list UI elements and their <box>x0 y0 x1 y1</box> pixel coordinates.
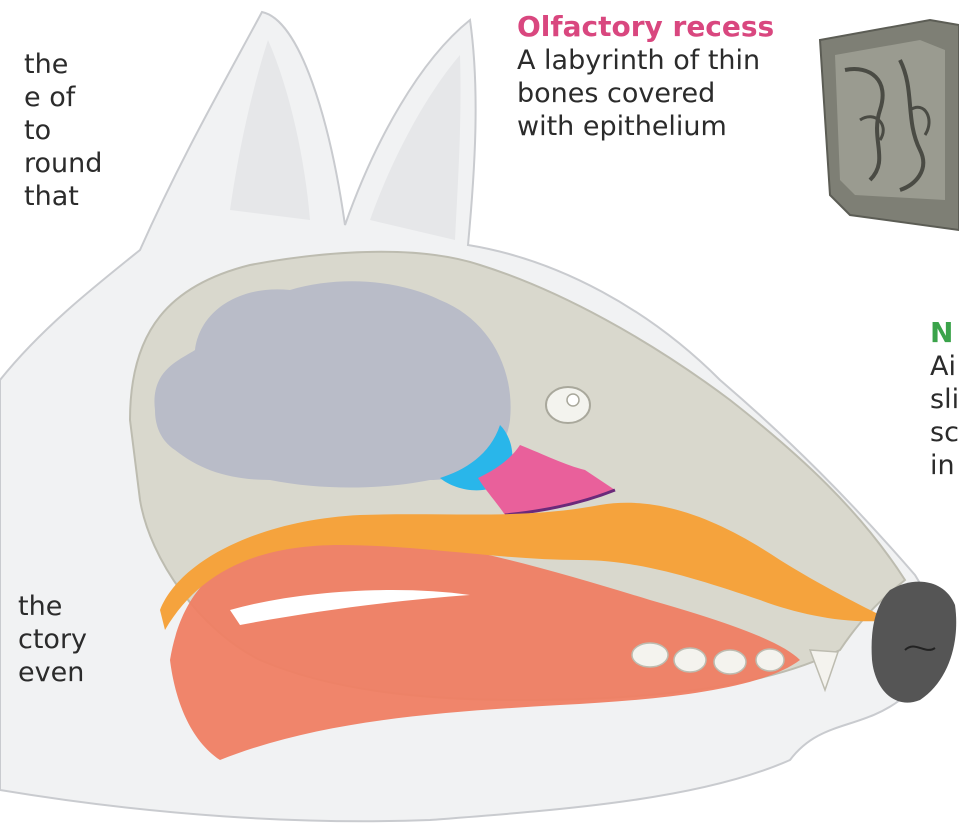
left-text-top-line: the <box>24 48 102 81</box>
right-callout-line: Ai <box>930 350 959 383</box>
right-callout-line: sli <box>930 383 959 416</box>
nose <box>872 582 957 703</box>
right-callout: N Ai sli sc in <box>930 316 959 482</box>
eye <box>546 387 590 423</box>
right-callout-line: in <box>930 449 959 482</box>
eye-highlight <box>567 394 579 406</box>
olfactory-recess-callout: Olfactory recess A labyrinth of thin bon… <box>517 10 774 143</box>
left-text-top: the e of to round that <box>24 48 102 213</box>
olfactory-recess-illustration <box>820 20 959 230</box>
left-text-top-line: e of <box>24 81 102 114</box>
olfactory-recess-title: Olfactory recess <box>517 10 774 44</box>
left-text-bottom: the ctory even <box>18 590 87 689</box>
left-text-top-line: to <box>24 114 102 147</box>
left-text-top-line: round <box>24 147 102 180</box>
left-text-bottom-line: the <box>18 590 87 623</box>
left-text-bottom-line: even <box>18 656 87 689</box>
olfactory-recess-line: A labyrinth of thin <box>517 44 774 77</box>
right-callout-line: sc <box>930 416 959 449</box>
olfactory-recess-line: bones covered <box>517 77 774 110</box>
left-text-bottom-line: ctory <box>18 623 87 656</box>
olfactory-recess-line: with epithelium <box>517 110 774 143</box>
left-text-top-line: that <box>24 180 102 213</box>
right-callout-title: N <box>930 316 959 350</box>
